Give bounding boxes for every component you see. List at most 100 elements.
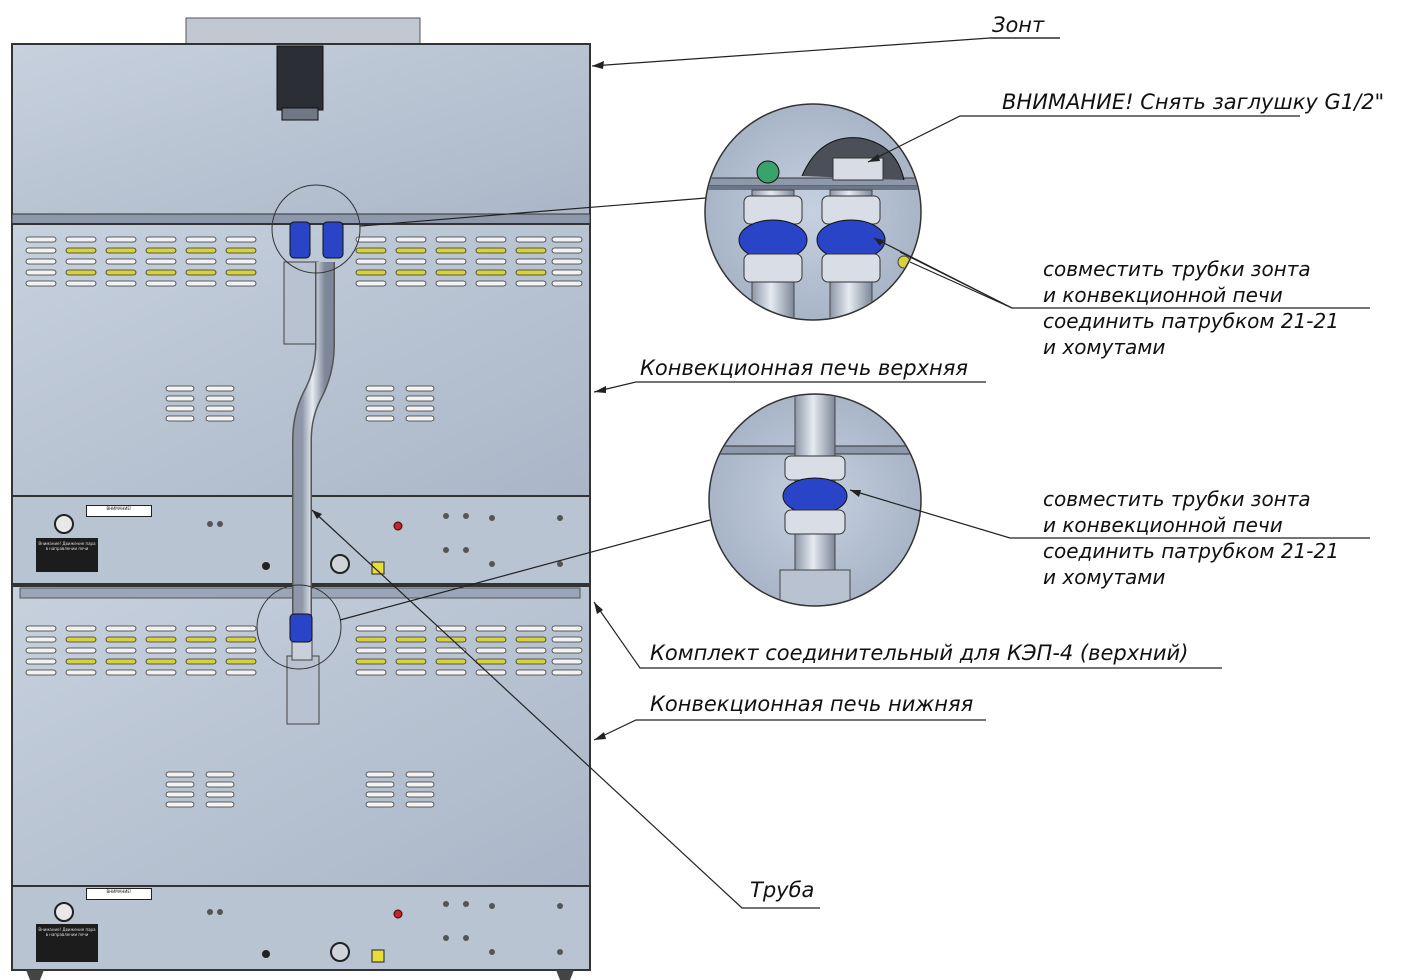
- vent-slot: [405, 791, 435, 798]
- vent-slot: [25, 269, 57, 276]
- vent-slot: [405, 395, 435, 402]
- vent-slot: [65, 647, 97, 654]
- vent-slot: [365, 771, 395, 778]
- vent-slot: [435, 247, 467, 254]
- vent-slot: [435, 636, 467, 643]
- vent-slot: [205, 415, 235, 422]
- screw: [463, 513, 469, 519]
- vent-slot: [65, 625, 97, 632]
- drain-fitting: [330, 554, 350, 574]
- screw: [463, 935, 469, 941]
- detail-circle-upper: [271, 184, 361, 274]
- vent-slot: [551, 258, 583, 265]
- screw: [557, 949, 563, 955]
- vent-slot: [25, 636, 57, 643]
- vent-slot: [475, 247, 507, 254]
- vent-slot: [365, 395, 395, 402]
- vent-slot: [225, 280, 257, 287]
- note-lower-line-3: соединить патрубком 21-21: [1043, 539, 1339, 563]
- vent-slot: [405, 781, 435, 788]
- vent-slot: [475, 669, 507, 676]
- ground-sticker: [371, 561, 385, 575]
- vent-slot: [395, 269, 427, 276]
- zoom-detail-upper: [704, 103, 922, 321]
- vent-slot: [475, 269, 507, 276]
- vent-slot: [205, 395, 235, 402]
- vent-slot: [395, 258, 427, 265]
- vent-slot: [365, 801, 395, 808]
- vent-slot: [225, 658, 257, 665]
- hood: [11, 43, 591, 225]
- vent-slot: [165, 781, 195, 788]
- screw: [443, 513, 449, 519]
- hood-motor-box: [276, 45, 324, 111]
- vent-slot: [65, 247, 97, 254]
- vent-slot: [25, 247, 57, 254]
- vent-slot: [105, 647, 137, 654]
- vent-slot: [165, 405, 195, 412]
- vent-slot: [105, 247, 137, 254]
- vent-slot: [355, 636, 387, 643]
- callout-warning: ВНИМАНИЕ! Снять заглушку G1/2": [1002, 90, 1385, 114]
- detail-circle-lower: [256, 584, 342, 670]
- vent-slot: [145, 625, 177, 632]
- screw: [217, 521, 223, 527]
- vent-slot: [65, 636, 97, 643]
- screw: [443, 935, 449, 941]
- screw: [557, 561, 563, 567]
- vent-slot: [395, 625, 427, 632]
- zoom-detail-lower: [708, 393, 922, 607]
- vent-slot: [395, 636, 427, 643]
- vent-slot: [225, 625, 257, 632]
- vent-slot: [165, 385, 195, 392]
- upper-info-plate: Внимание! Движение пара в направлении пе…: [36, 538, 98, 572]
- screw: [557, 903, 563, 909]
- knob: [54, 514, 74, 534]
- note-upper-line-4: и хомутами: [1043, 335, 1166, 359]
- vent-slot: [435, 669, 467, 676]
- callout-connection-kit: Комплект соединительный для КЭП-4 (верхн…: [650, 641, 1189, 665]
- vent-slot: [225, 669, 257, 676]
- vent-slot: [395, 658, 427, 665]
- vent-slot: [475, 625, 507, 632]
- callout-oven-lower: Конвекционная печь нижняя: [650, 692, 974, 716]
- vent-slot: [475, 647, 507, 654]
- screw: [489, 903, 495, 909]
- vent-slot: [165, 791, 195, 798]
- vent-slot: [435, 647, 467, 654]
- lower-warning-sticker: ВНИМАНИЕ!: [86, 888, 152, 900]
- vent-slot: [205, 385, 235, 392]
- vent-slot: [65, 658, 97, 665]
- screw: [463, 901, 469, 907]
- vent-slot: [435, 280, 467, 287]
- vent-slot: [105, 258, 137, 265]
- vent-slot: [475, 258, 507, 265]
- indicator-lamp: [393, 909, 403, 919]
- vent-slot: [225, 269, 257, 276]
- vent-slot: [185, 647, 217, 654]
- vent-slot: [25, 280, 57, 287]
- vent-slot: [475, 636, 507, 643]
- vent-slot: [551, 647, 583, 654]
- screw: [443, 901, 449, 907]
- vent-slot: [25, 236, 57, 243]
- leader-arrowheads: [312, 61, 884, 740]
- vent-slot: [405, 415, 435, 422]
- screw: [489, 949, 495, 955]
- screw: [463, 547, 469, 553]
- vent-slot: [65, 236, 97, 243]
- note-upper: совместить трубки зонта и конвекционной …: [1043, 256, 1339, 360]
- clamp-lower: [289, 613, 313, 643]
- vent-slot: [25, 669, 57, 676]
- foot-right: [556, 970, 574, 980]
- vent-slot: [25, 658, 57, 665]
- vent-slot: [395, 236, 427, 243]
- vent-slot: [65, 669, 97, 676]
- vent-slot: [205, 771, 235, 778]
- vent-slot: [475, 236, 507, 243]
- vent-slot: [355, 247, 387, 254]
- vent-slot: [405, 385, 435, 392]
- vent-slot: [551, 669, 583, 676]
- vent-slot: [165, 395, 195, 402]
- vent-slot: [185, 269, 217, 276]
